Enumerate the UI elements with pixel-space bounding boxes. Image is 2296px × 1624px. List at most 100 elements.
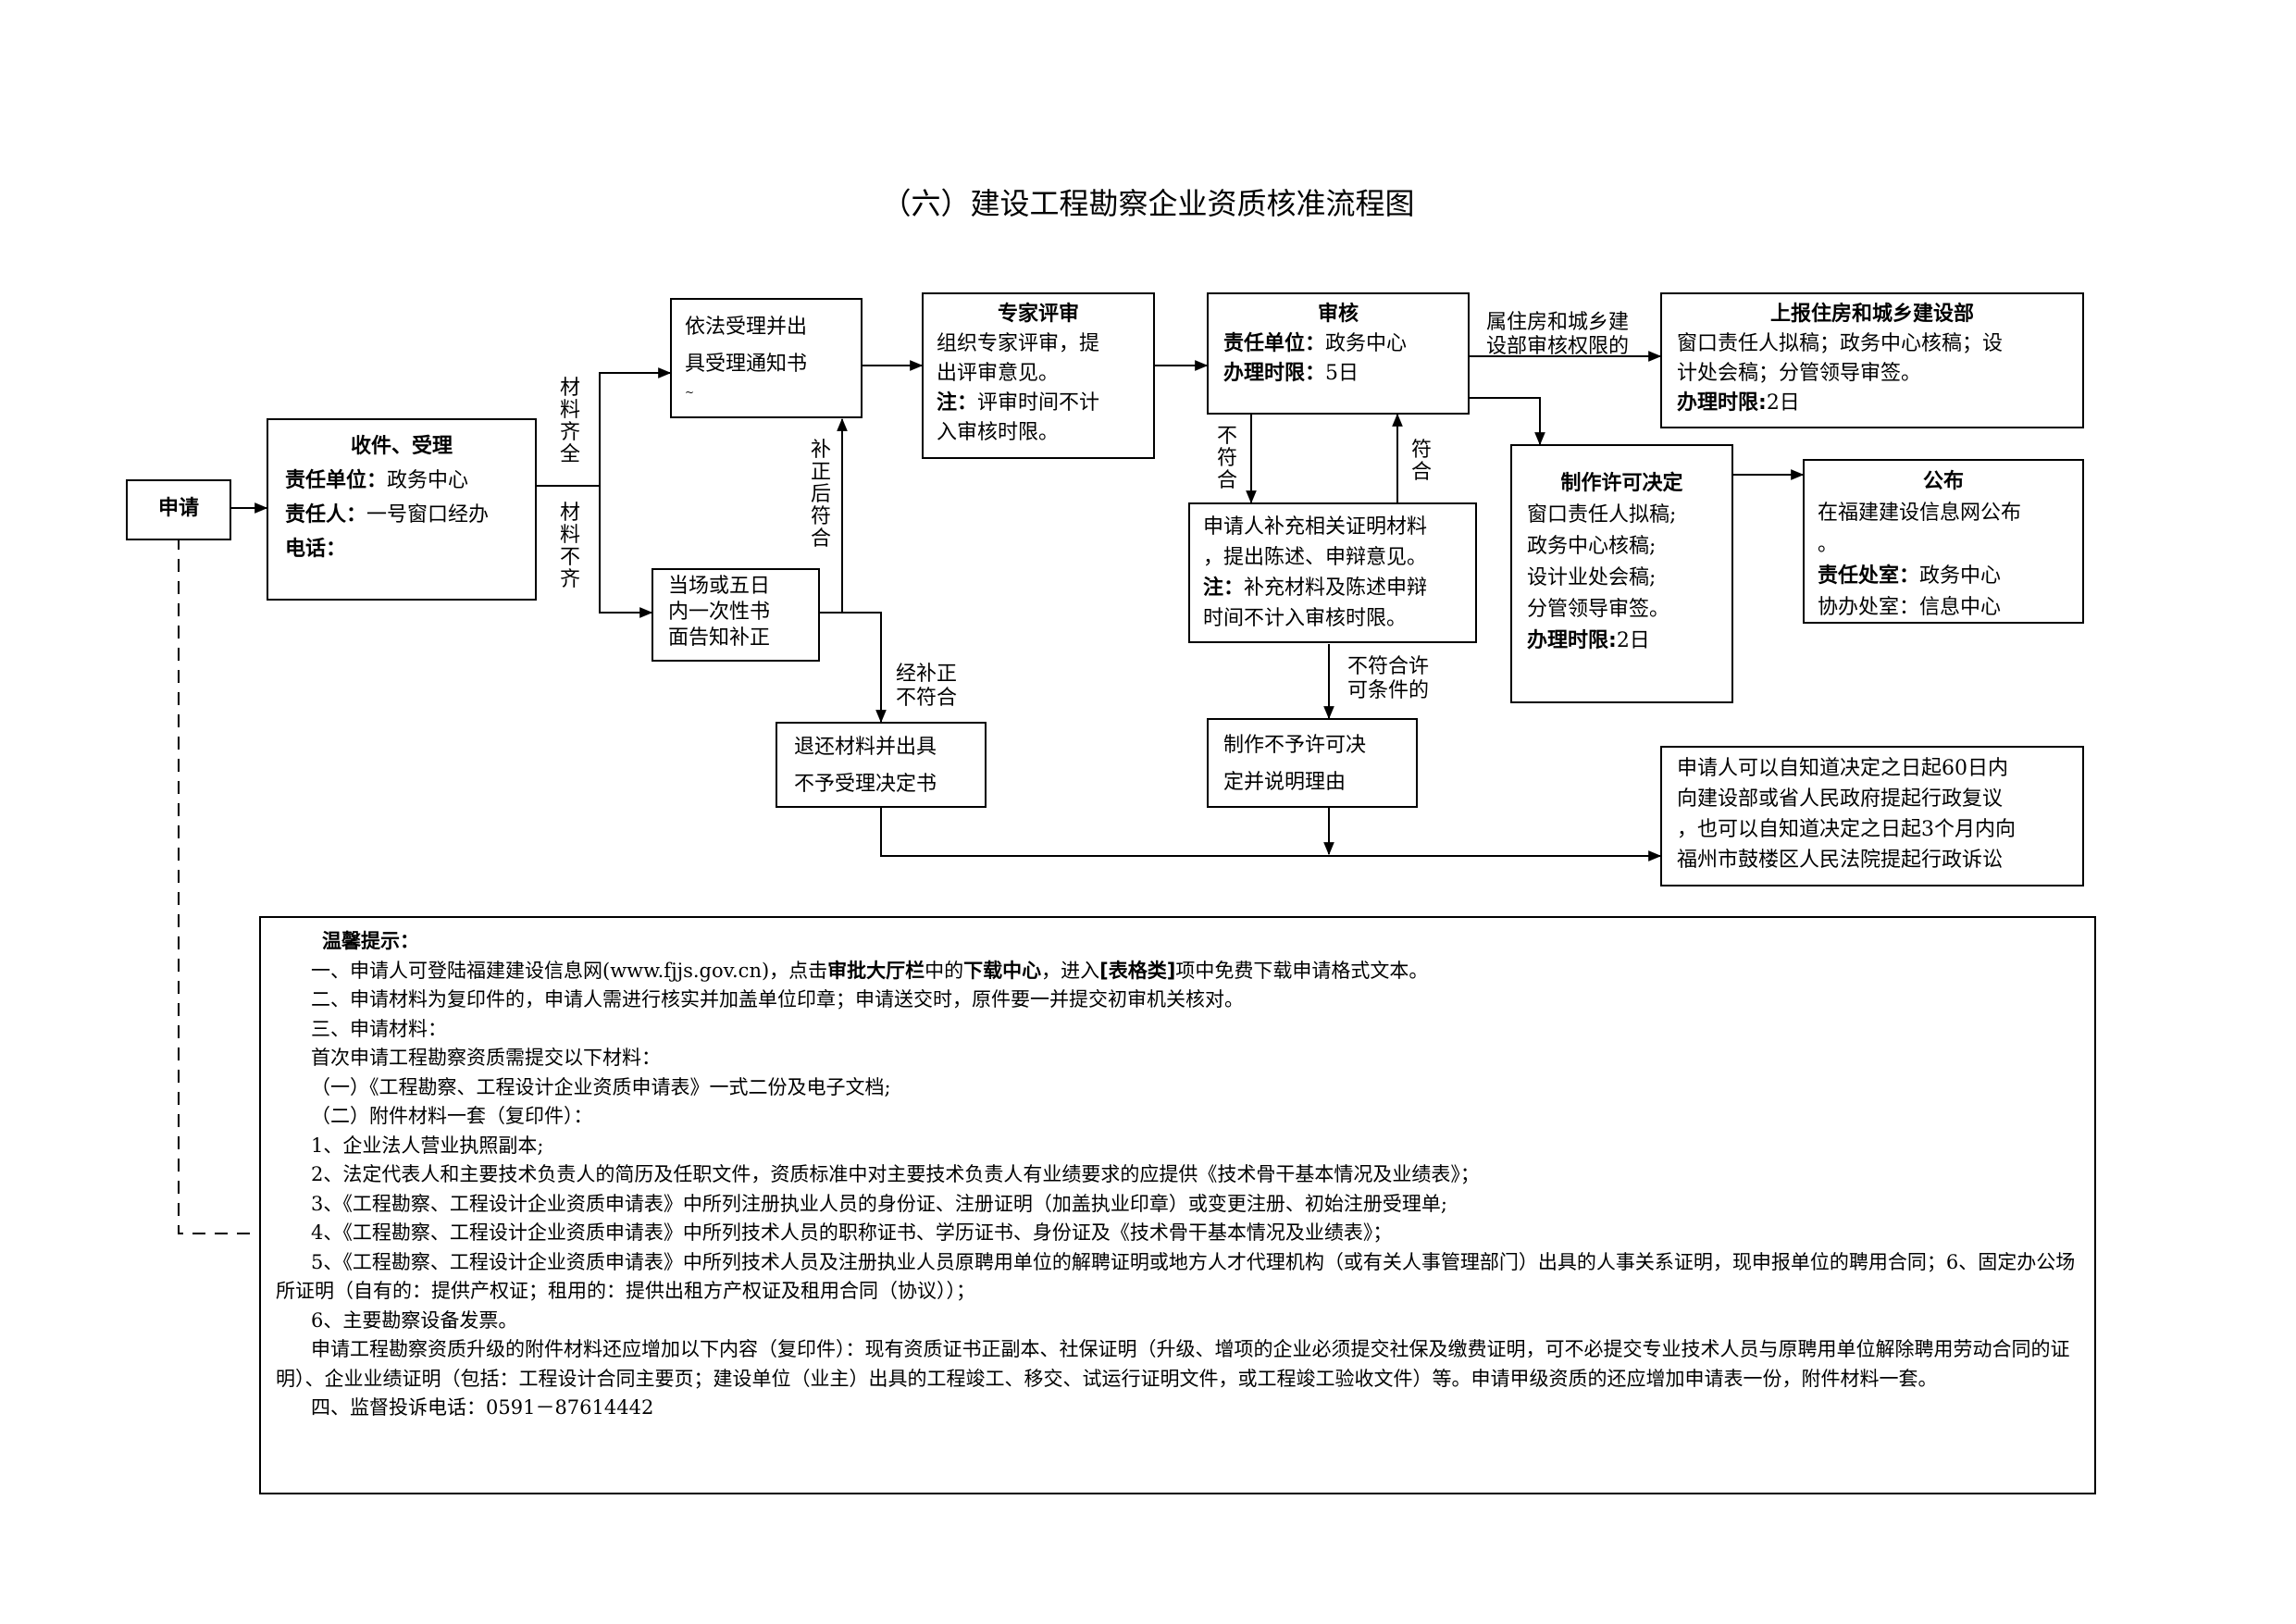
tips-line: 2、法定代表人和主要技术负责人的简历及任职文件，资质标准中对主要技术负责人有业绩… [311, 1163, 1480, 1185]
expert-note-text2: 入审核时限。 [937, 421, 1060, 444]
label-complete: 材料齐全 [559, 377, 580, 466]
label-not-allowed: 不符合许 可条件的 [1347, 655, 1429, 703]
appeal-line4: 福州市鼓楼区人民法院提起行政诉讼 [1677, 849, 2004, 872]
return-line2: 不予受理决定书 [794, 773, 937, 796]
tips-line: 3、《工程勘察、工程设计企业资质申请表》中所列注册执业人员的身份证、注册证明（加… [311, 1192, 1447, 1215]
appeal-line2: 向建设部或省人民政府提起行政复议 [1677, 787, 2004, 811]
return-node: 退还材料并出具 不予受理决定书 [776, 722, 987, 808]
review-title: 审核 [1317, 303, 1359, 326]
arrow-complete [599, 367, 672, 486]
label-not-meet: 不符合 [1216, 425, 1237, 492]
label-ministry: 属住房和城乡建 设部审核权限的 [1486, 311, 1629, 359]
label-not-allowed-1: 不符合许 [1347, 655, 1430, 678]
appeal-line1: 申请人可以自知道决定之日起60日内 [1677, 757, 2008, 780]
receive-person-value: 一号窗口经办 [366, 503, 490, 527]
publish-dept-label: 责任处室： [1818, 564, 1920, 588]
tips-line: 首次申请工程勘察资质需提交以下材料： [311, 1047, 661, 1069]
supplement-note-text2: 时间不计入审核时限。 [1203, 607, 1408, 630]
decision-line2: 政务中心核稿; [1527, 535, 1657, 558]
tips-line: 5、《工程勘察、工程设计企业资质申请表》中所列技术人员及注册执业人员原聘用单位的… [276, 1250, 2076, 1303]
decision-line3: 设计业处会稿; [1527, 566, 1657, 589]
tips-line: 四、监督投诉电话：0591－87614442 [311, 1396, 654, 1419]
dashed-apply-notes [178, 537, 259, 1234]
publish-cut-text: 协办处室：信息中心 [1818, 596, 2002, 619]
review-time-value: 5日 [1325, 362, 1359, 385]
tips-line: 6、主要勘察设备发票。 [311, 1308, 518, 1332]
review-time-label: 办理时限： [1223, 362, 1326, 385]
review-unit-value: 政务中心 [1325, 332, 1408, 355]
publish-title: 公布 [1922, 470, 1964, 493]
line-return-bottom [880, 808, 1329, 857]
report-line1: 窗口责任人拟稿；政务中心核稿；设 [1677, 332, 2004, 355]
label-ministry-1: 属住房和城乡建 [1486, 311, 1630, 334]
deny-node: 制作不予许可决 定并说明理由 [1207, 718, 1418, 808]
supplement-line2: ，提出陈述、申辩意见。 [1203, 546, 1428, 569]
accept-node: 依法受理并出 具受理通知书 ~ [670, 298, 863, 418]
expert-title: 专家评审 [997, 303, 1079, 326]
tips-line: 1、企业法人营业执照副本; [311, 1134, 544, 1157]
apply-label: 申请 [157, 497, 199, 520]
report-node: 上报住房和城乡建设部 窗口责任人拟稿；政务中心核稿；设 计处会稿；分管领导审签。… [1660, 292, 2084, 428]
report-title: 上报住房和城乡建设部 [1769, 303, 1974, 326]
decision-node: 制作许可决定 窗口责任人拟稿; 政务中心核稿; 设计业处会稿; 分管领导审签。 … [1510, 444, 1733, 703]
decision-time-value: 2日 [1616, 629, 1650, 652]
receive-unit-label: 责任单位： [285, 469, 388, 492]
deny-line1: 制作不予许可决 [1223, 734, 1367, 757]
expert-note-label: 注： [937, 391, 978, 415]
arrow-still-fail [820, 612, 887, 724]
decision-line4: 分管领导审签。 [1527, 598, 1670, 621]
expert-line1: 组织专家评审，提 [937, 332, 1100, 355]
notify-line1: 当场或五日 [668, 575, 771, 598]
notify-line3: 面告知补正 [668, 626, 771, 650]
tips-line: 4、《工程勘察、工程设计企业资质申请表》中所列技术人员的职称证书、学历证书、身份… [311, 1221, 1393, 1244]
decision-time-label: 办理时限: [1527, 629, 1617, 652]
receive-person-label: 责任人： [285, 503, 367, 527]
expert-node: 专家评审 组织专家评审，提 出评审意见。 注：评审时间不计 入审核时限。 [922, 292, 1155, 459]
tips-line-1: 一、申请人可登陆福建建设信息网(www.fjjs.gov.cn)，点击审批大厅栏… [311, 959, 1429, 982]
page-title: （六）建设工程勘察企业资质核准流程图 [881, 186, 1415, 221]
tips-line: （二）附件材料一套（复印件）： [311, 1105, 593, 1127]
appeal-line3: ，也可以自知道决定之日起3个月内向 [1677, 818, 2016, 841]
arrow-incomplete [599, 486, 653, 618]
appeal-node: 申请人可以自知道决定之日起60日内 向建设部或省人民政府提起行政复议 ，也可以自… [1660, 746, 2084, 886]
arrow-review-decision [1470, 397, 1545, 446]
report-time-value: 2日 [1766, 391, 1800, 415]
accept-line2: 具受理通知书 [685, 353, 808, 376]
notify-line2: 内一次性书 [668, 601, 771, 624]
accept-line3: ~ [685, 386, 695, 399]
review-node: 审核 责任单位：政务中心 办理时限：5日 [1207, 292, 1470, 415]
publish-dept-value: 政务中心 [1919, 564, 2002, 588]
expert-note-text: 评审时间不计 [977, 391, 1100, 415]
tips-panel: 温馨提示： 一、申请人可登陆福建建设信息网(www.fjjs.gov.cn)，点… [259, 916, 2096, 1494]
label-still-fail-1: 经补正 [896, 663, 958, 686]
label-ministry-2: 设部审核权限的 [1486, 335, 1630, 358]
review-unit-label: 责任单位： [1223, 332, 1326, 355]
deny-line2: 定并说明理由 [1223, 771, 1347, 794]
supplement-line1: 申请人补充相关证明材料 [1203, 515, 1428, 539]
tips-line: 三、申请材料： [311, 1017, 447, 1040]
tips-title: 温馨提示： [322, 930, 419, 952]
accept-line1: 依法受理并出 [685, 316, 808, 339]
tips-line: 申请工程勘察资质升级的附件材料还应增加以下内容（复印件）：现有资质证书正副本、社… [276, 1338, 2070, 1390]
report-line2: 计处会稿；分管领导审签。 [1677, 362, 1922, 385]
publish-node: 公布 在福建建设信息网公布 。 责任处室：政务中心 协办处室：信息中心 [1803, 459, 2084, 624]
return-line1: 退还材料并出具 [794, 736, 937, 759]
receive-title: 收件、受理 [350, 435, 453, 458]
label-still-fail-2: 不符合 [896, 687, 958, 710]
tips-line: （一）《工程勘察、工程设计企业资质申请表》一式二份及电子文档; [311, 1075, 891, 1098]
supplement-note-label: 注： [1203, 576, 1245, 600]
tips-line: 二、申请材料为复印件的，申请人需进行核实并加盖单位印章；申请送交时，原件要一并提… [311, 988, 1244, 1010]
supplement-node: 申请人补充相关证明材料 ，提出陈述、申辩意见。 注：补充材料及陈述申辩 时间不计… [1188, 502, 1477, 643]
label-still-fail: 经补正 不符合 [896, 663, 957, 711]
publish-line2: 。 [1818, 533, 1839, 556]
receive-unit-value: 政务中心 [387, 469, 469, 492]
decision-line1: 窗口责任人拟稿; [1527, 503, 1677, 527]
decision-title: 制作许可决定 [1560, 472, 1683, 495]
label-incomplete: 材料不齐 [559, 502, 580, 591]
notify-node: 当场或五日 内一次性书 面告知补正 [652, 568, 820, 662]
label-meet: 符合 [1410, 439, 1432, 484]
label-corrected: 补正后符合 [810, 439, 831, 551]
expert-line2: 出评审意见。 [937, 362, 1060, 385]
supplement-note-text: 补充材料及陈述申辩 [1244, 576, 1428, 600]
